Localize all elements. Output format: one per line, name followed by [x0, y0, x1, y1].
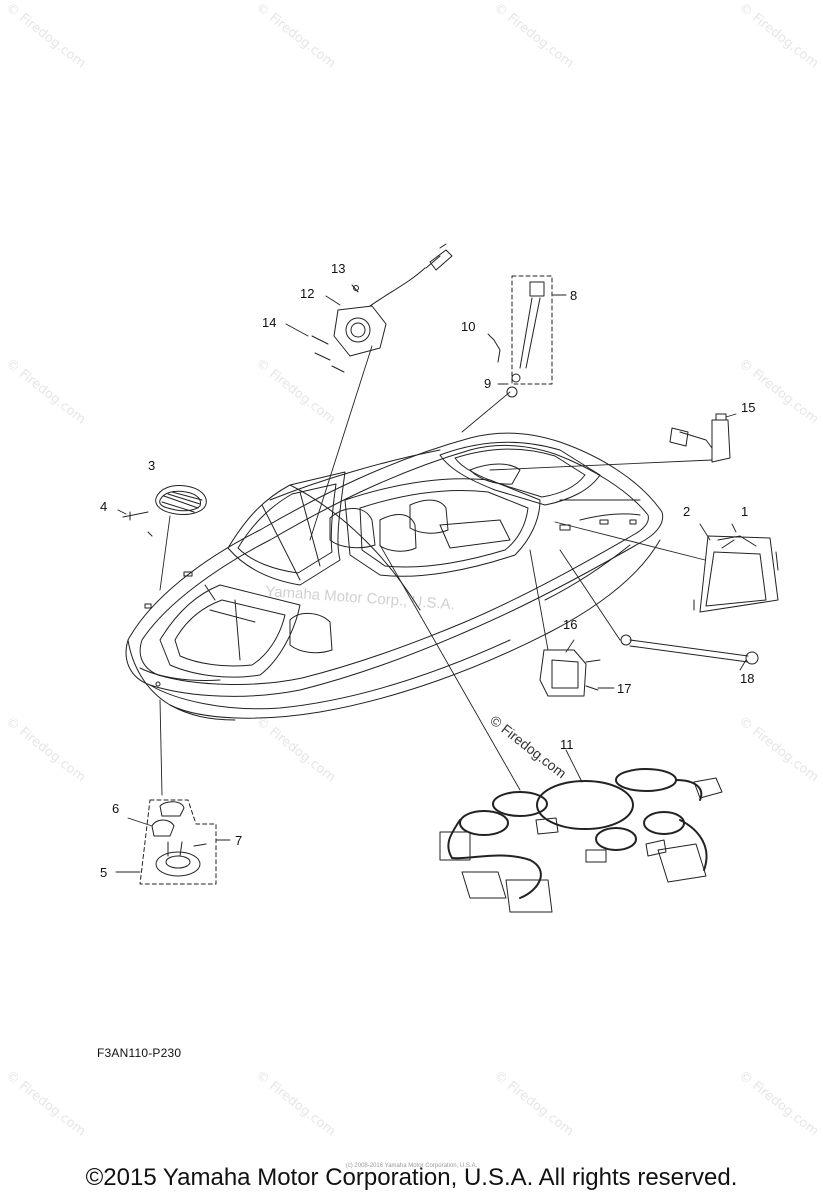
callout-5: 5: [100, 865, 108, 880]
light-part-5-6-7: [139, 799, 217, 885]
callout-6: 6: [112, 801, 120, 816]
leader-lines: [115, 294, 747, 873]
callout-7: 7: [235, 833, 243, 848]
callout-1: 1: [741, 504, 749, 519]
clip-part-10: [493, 339, 501, 363]
callout-2: 2: [683, 504, 691, 519]
callout-10: 10: [461, 319, 476, 334]
callout-18: 18: [740, 671, 755, 686]
sensor-part-15: [669, 413, 731, 463]
screw: [147, 531, 153, 537]
callout-11: 11: [560, 737, 574, 752]
callout-3: 3: [148, 458, 156, 473]
bracket-part-1-2: [693, 535, 779, 613]
callout-12: 12: [300, 286, 315, 301]
diagram-code: F3AN110-P230: [97, 1046, 182, 1060]
fine-print: (c) 2008-2016 Yamaha Motor Corporation, …: [345, 1163, 478, 1169]
pole-part-8: [511, 275, 553, 385]
cable-part-18: [620, 634, 759, 665]
harness-connectors: [439, 777, 723, 913]
wire-connector: [429, 243, 453, 271]
screw-part-14: [311, 335, 345, 373]
callout-16: 16: [563, 617, 578, 632]
callout-8: 8: [570, 288, 578, 303]
callout-14: 14: [262, 315, 277, 330]
copyright-notice: ©2015 Yamaha Motor Corporation, U.S.A. A…: [85, 1164, 738, 1191]
screw-part-4: [122, 511, 149, 521]
wire-harness-part-11: [447, 768, 708, 899]
mount-plate-part-12: [333, 305, 387, 357]
callout-4: 4: [100, 499, 108, 514]
callout-13: 13: [331, 261, 346, 276]
wire-lead: [369, 255, 441, 307]
screw-part-13: [351, 284, 359, 293]
nut-part-9: [511, 373, 521, 383]
callout-15: 15: [741, 400, 756, 415]
callout-9: 9: [484, 376, 492, 391]
switch-box-part-16: [539, 649, 601, 697]
callout-17: 17: [617, 681, 632, 696]
boat-hull: [125, 432, 664, 721]
speaker-part-3: [155, 485, 207, 515]
